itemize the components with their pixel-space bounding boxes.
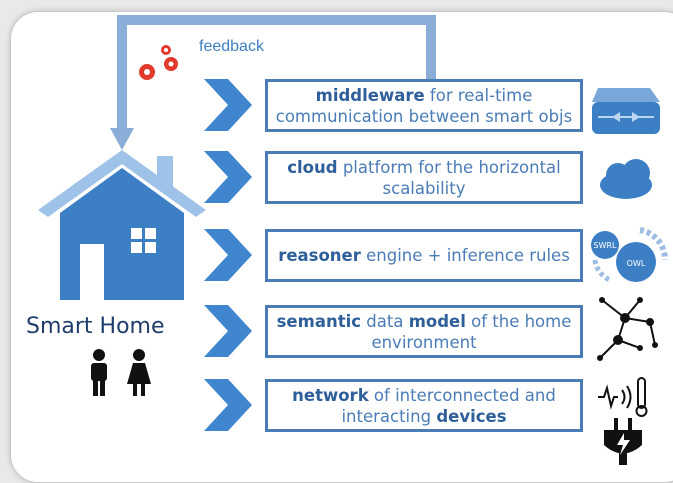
chevron-icon <box>204 151 252 203</box>
plug-icon <box>604 418 642 465</box>
layer-keyword: network <box>292 385 369 405</box>
feedback-arrowhead <box>110 128 134 150</box>
layer-text-part: engine + inference rules <box>360 246 570 265</box>
sensor-icon <box>598 377 648 417</box>
chevron-icon <box>204 305 252 357</box>
house-icon <box>38 150 206 300</box>
layer-keyword: middleware <box>315 85 425 105</box>
layer-keyword: cloud <box>287 157 338 177</box>
layer-text: semantic data model of the home environm… <box>274 311 574 353</box>
layer-box-semantic: semantic data model of the home environm… <box>265 305 583 358</box>
people-icon <box>91 349 151 396</box>
layer-text: middleware for real-time communication b… <box>274 85 574 127</box>
graph-network-icon <box>597 297 658 361</box>
layer-text: cloud platform for the horizontal scalab… <box>274 157 574 199</box>
layer-keyword: devices <box>436 406 507 426</box>
layer-keyword: semantic <box>276 311 362 331</box>
layer-keyword: model <box>408 311 466 331</box>
layer-text-part: of the home environment <box>371 311 572 352</box>
layer-box-reasoner: reasoner engine + inference rules <box>265 229 583 282</box>
server-icon <box>592 88 660 134</box>
smart-home-title: Smart Home <box>26 314 165 339</box>
layer-text-part: of interconnected and interacting <box>341 385 556 426</box>
layer-box-cloud: cloud platform for the horizontal scalab… <box>265 151 583 204</box>
layer-text-part: for real-time communication between smar… <box>275 85 573 126</box>
layer-box-network: network of interconnected and interactin… <box>265 379 583 432</box>
owl-label: OWL <box>627 259 646 268</box>
layer-keyword: reasoner <box>278 246 361 265</box>
layer-text-part: platform for the horizontal scalability <box>337 157 561 198</box>
feedback-loop-path <box>117 15 436 130</box>
diagram-graphics: SWRL OWL <box>38 15 669 465</box>
layer-text: network of interconnected and interactin… <box>274 385 574 427</box>
layer-text: reasoner engine + inference rules <box>278 245 570 266</box>
cloud-icon <box>600 159 652 199</box>
gears-icon <box>139 45 178 80</box>
chevron-icon <box>204 229 252 281</box>
layer-box-middleware: middleware for real-time communication b… <box>265 79 583 132</box>
diagram-canvas: SWRL OWL feedback Smart Home middleware f… <box>10 11 673 483</box>
layer-text-part: data <box>361 311 409 331</box>
feedback-label: feedback <box>199 38 264 55</box>
chevron-icon <box>204 79 252 131</box>
swrl-label: SWRL <box>593 241 617 250</box>
chevron-icon <box>204 379 252 431</box>
swrl-owl-gears-icon <box>591 227 669 283</box>
chevrons <box>204 79 252 431</box>
